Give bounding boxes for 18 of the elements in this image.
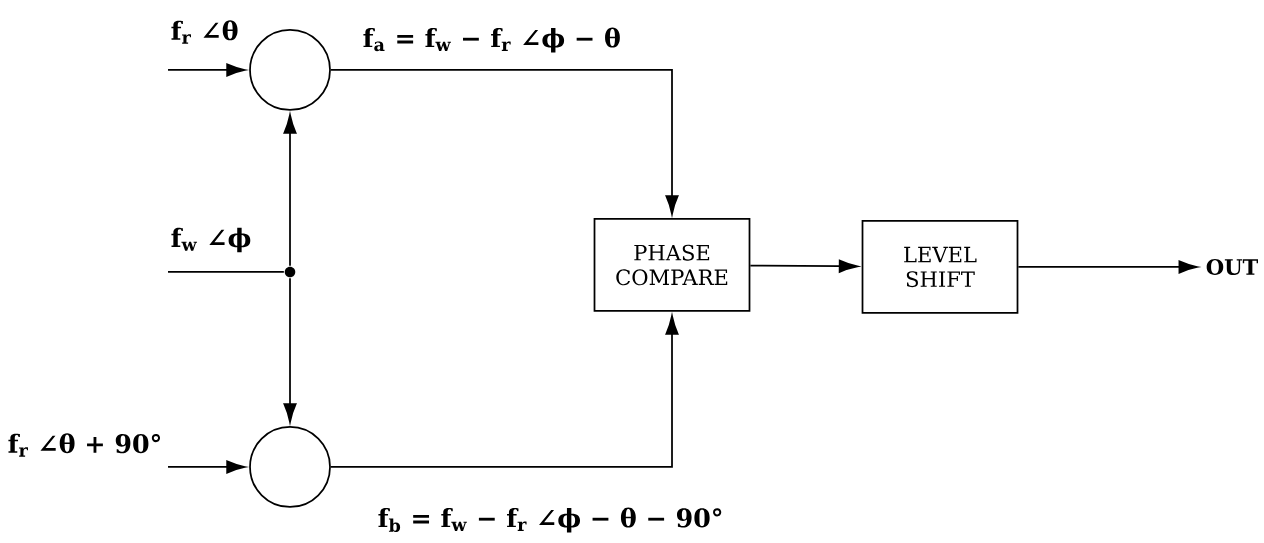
signal-label: f$_{r}$ ∠θ + 90° <box>8 433 160 457</box>
mixer-circle <box>249 29 331 111</box>
arrow <box>167 460 246 474</box>
arrow <box>1017 260 1198 274</box>
signal-label: f$_{w}$ ∠ϕ <box>171 227 251 253</box>
signal-label: f$_{a}$ = f$_{w}$ − f$_{r}$ ∠ϕ − θ <box>363 27 620 53</box>
arrow <box>283 114 297 267</box>
arrow <box>330 315 679 468</box>
process-box: PHASE COMPARE <box>593 218 751 312</box>
arrow <box>330 69 679 215</box>
arrow <box>283 277 297 423</box>
arrow <box>167 63 246 77</box>
mixer-circle <box>249 426 331 508</box>
process-box: LEVEL SHIFT <box>861 220 1019 314</box>
signal-label: f$_{b}$ = f$_{w}$ − f$_{r}$ ∠ϕ − θ − 90° <box>378 507 722 533</box>
signal-label: f$_{r}$ ∠θ <box>171 20 238 44</box>
arrow <box>749 259 859 273</box>
output-label: OUT <box>1206 259 1258 275</box>
